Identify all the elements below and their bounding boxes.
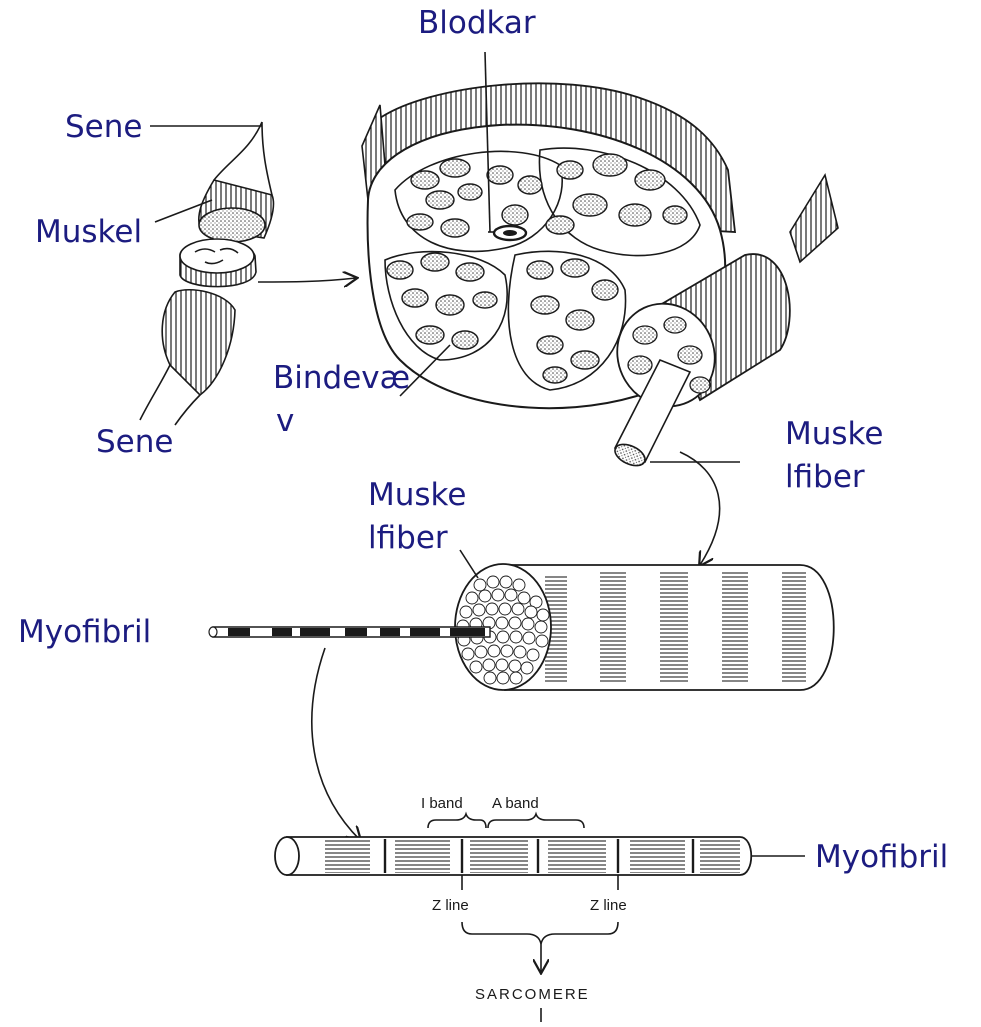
arrow-to-fiber bbox=[680, 452, 720, 565]
label-muskel: Muskel bbox=[35, 214, 142, 250]
right-flap bbox=[790, 175, 838, 262]
muscle-cross-section-1 bbox=[199, 208, 265, 242]
label-muskelfiber-mid-1: Muske bbox=[368, 477, 466, 513]
i-band-brace bbox=[428, 814, 486, 828]
label-bindevaev-2: v bbox=[276, 403, 294, 439]
muskelfiber-mid-leader bbox=[460, 550, 478, 578]
label-i-band: I band bbox=[421, 795, 463, 812]
label-z-line-right: Z line bbox=[590, 897, 627, 914]
label-myofibril-left: Myofibril bbox=[18, 614, 151, 650]
label-sene-top: Sene bbox=[65, 109, 142, 145]
label-muskelfiber-mid-2: lfiber bbox=[368, 520, 448, 556]
a-band-brace bbox=[488, 814, 584, 828]
label-z-line-left: Z line bbox=[432, 897, 469, 914]
arrow-to-fascicle bbox=[258, 278, 356, 282]
label-muskelfiber-right-1: Muske bbox=[785, 416, 883, 452]
myofibril-end bbox=[275, 837, 299, 875]
muscle-belly-lower bbox=[162, 290, 235, 395]
label-sene-bottom: Sene bbox=[96, 424, 173, 460]
label-a-band: A band bbox=[492, 795, 539, 812]
muscle-cross-section-2 bbox=[180, 239, 254, 273]
label-myofibril-right: Myofibril bbox=[815, 839, 948, 875]
label-blodkar: Blodkar bbox=[418, 5, 536, 41]
label-sarcomere: SARCOMERE bbox=[475, 986, 590, 1003]
label-muskelfiber-right-2: lfiber bbox=[785, 459, 865, 495]
arrow-to-myofibril bbox=[312, 648, 360, 840]
label-bindevaev-1: Bindevæ bbox=[273, 360, 410, 396]
sarcomere-brace bbox=[462, 922, 618, 944]
